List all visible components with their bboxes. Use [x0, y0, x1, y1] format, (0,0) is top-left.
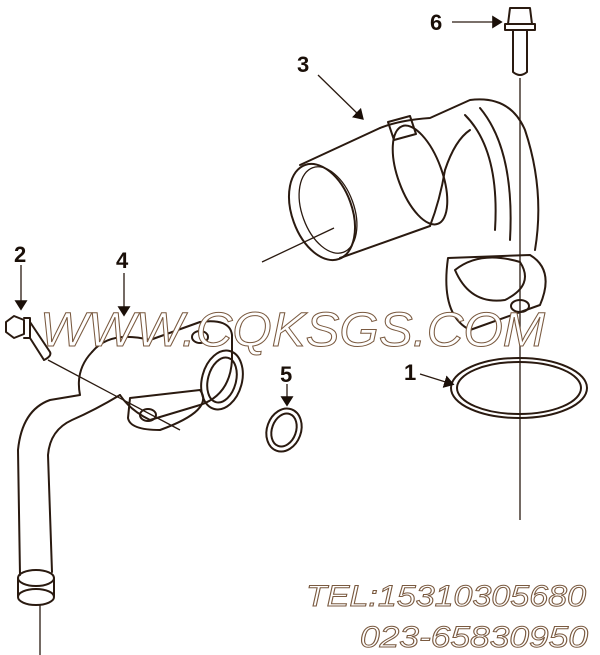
watermark: WWW.CQKSGS.COM — [40, 304, 545, 357]
oring-part-1 — [450, 357, 588, 419]
callout-arrow-1 — [419, 373, 455, 388]
elbow-part-3 — [261, 98, 547, 331]
callout-6: 6 — [430, 10, 442, 35]
callout-3: 3 — [297, 52, 309, 77]
callout-4: 4 — [116, 248, 129, 273]
seal-part-5 — [265, 407, 303, 453]
callout-2: 2 — [14, 242, 26, 267]
callout-1: 1 — [404, 360, 416, 385]
bolt-part-6 — [504, 7, 536, 520]
contact-phone: 023-65830950 — [360, 621, 588, 654]
contact-tel: TEL:15310305680 — [306, 580, 586, 613]
callout-arrow-3 — [317, 74, 364, 120]
pipe-part-4 — [17, 320, 244, 655]
callout-5: 5 — [280, 362, 292, 387]
